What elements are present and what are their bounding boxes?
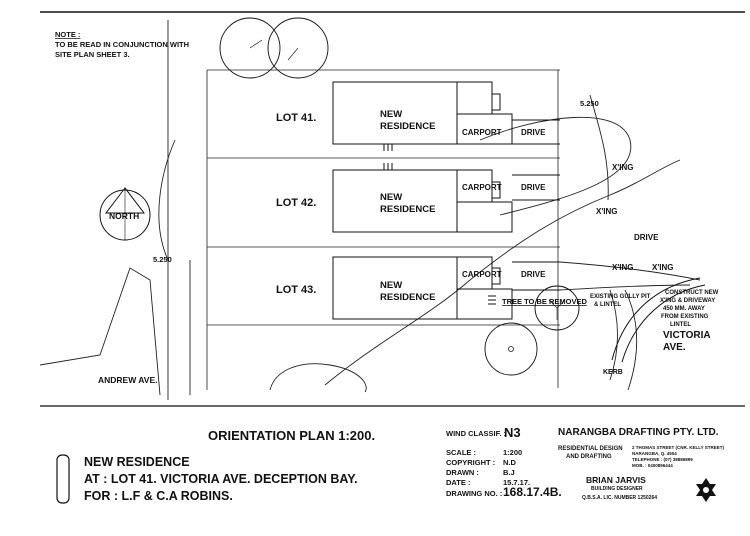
north-arrow-icon <box>99 187 151 241</box>
lot41-label: LOT 41. <box>276 112 316 124</box>
tree-removed-label: TREE TO BE REMOVED <box>502 297 587 306</box>
lot41-drive: DRIVE <box>521 128 546 137</box>
construct-line4: FROM EXISTING <box>661 314 709 320</box>
address-line4: MOB. : 0400896444 <box>632 463 673 468</box>
xing-3: X'ING <box>612 263 633 272</box>
orientation-title: ORIENTATION PLAN 1:200. <box>208 428 376 443</box>
andrew-ave-label: ANDREW AVE. <box>98 375 158 385</box>
tree-left <box>219 17 281 79</box>
victoria-ave-line2: AVE. <box>663 342 686 353</box>
service-line1: RESIDENTIAL DESIGN <box>558 446 623 452</box>
lot42-residence <box>332 163 560 233</box>
lot43-drive: DRIVE <box>521 270 546 279</box>
lot41-residence-label: RESIDENCE <box>380 121 435 132</box>
address-line2: NARANGBA, Q. 4504 <box>632 451 677 456</box>
tree-to-remove <box>534 285 580 331</box>
note-line1: TO BE READ IN CONJUNCTION WITH <box>55 40 189 49</box>
tree-lower <box>484 322 538 376</box>
lot42-drive: DRIVE <box>521 183 546 192</box>
lot43-label: LOT 43. <box>276 284 316 296</box>
lot43-residence <box>332 256 560 320</box>
copyright-label: COPYRIGHT : <box>446 458 496 467</box>
construct-line3: 450 MM. AWAY <box>663 306 705 312</box>
lot42-label: LOT 42. <box>276 197 316 209</box>
victoria-ave-kerb <box>611 277 706 363</box>
licence-number: Q.B.S.A. LIC. NUMBER 1250264 <box>582 495 658 501</box>
xing-2: X'ING <box>596 207 617 216</box>
xing-1: X'ING <box>612 163 633 172</box>
note-line2: SITE PLAN SHEET 3. <box>55 50 130 59</box>
scale-label: SCALE : <box>446 448 476 457</box>
lot-boundaries <box>206 69 560 390</box>
company-logo-icon <box>696 478 716 502</box>
lot42-carport: CARPORT <box>462 183 502 192</box>
title-box-icon <box>56 454 70 504</box>
north-label: NORTH <box>109 211 139 221</box>
drawn-value: B.J <box>503 468 515 477</box>
project-address: AT : LOT 41. VICTORIA AVE. DECEPTION BAY… <box>84 472 358 486</box>
designer-name: BRIAN JARVIS <box>586 475 646 485</box>
date-label: DATE : <box>446 478 471 487</box>
kerb-label: KERB <box>603 369 623 376</box>
lot42-residence-label: RESIDENCE <box>380 204 435 215</box>
level-right: 5.250 <box>580 99 599 108</box>
note-heading: NOTE : <box>55 30 80 39</box>
lot41-carport: CARPORT <box>462 128 502 137</box>
designer-title: BUILDING DESIGNER <box>591 486 643 492</box>
construct-line1: CONSTRUCT NEW <box>665 290 719 296</box>
lot43-residence-label: RESIDENCE <box>380 292 435 303</box>
street-drive: DRIVE <box>634 233 659 242</box>
date-value: 15.7.17. <box>503 478 531 487</box>
drawing-no-value: 168.17.4B. <box>503 485 562 499</box>
wind-label: WIND CLASSIF. : <box>446 429 506 438</box>
construct-line2: X'ING & DRIVEWAY <box>660 298 715 304</box>
drawing-no-label: DRAWING NO. : <box>446 489 503 498</box>
andrew-ave-road <box>39 20 191 400</box>
level-left: 5.250 <box>153 255 172 264</box>
tree-right <box>267 17 329 79</box>
lot41-new: NEW <box>380 109 402 120</box>
copyright-value: N.D <box>503 458 516 467</box>
scale-value: 1:200 <box>503 448 523 457</box>
gully-line1: EXISTING GULLY PIT <box>590 294 651 300</box>
address-line3: TELEPHONE : (07) 38886899 <box>632 457 693 462</box>
victoria-ave-line1: VICTORIA <box>663 330 711 341</box>
company-name: NARANGBA DRAFTING PTY. LTD. <box>558 427 719 438</box>
contour-lines <box>269 94 681 393</box>
service-line2: AND DRAFTING <box>566 454 612 460</box>
lot43-new: NEW <box>380 280 402 291</box>
project-client: FOR : L.F & C.A ROBINS. <box>84 489 233 503</box>
lot42-new: NEW <box>380 192 402 203</box>
lot43-carport: CARPORT <box>462 270 502 279</box>
xing-4: X'ING <box>652 263 673 272</box>
gully-line2: & LINTEL <box>594 302 621 308</box>
wind-value: N3 <box>504 425 521 440</box>
lot41-residence <box>332 81 560 151</box>
drawn-label: DRAWN : <box>446 468 479 477</box>
project-title: NEW RESIDENCE <box>84 455 190 469</box>
address-line1: 2 THOMAS STREET (CNR. KELLY STREET) <box>632 445 725 450</box>
construct-line5: LINTEL <box>670 322 691 328</box>
